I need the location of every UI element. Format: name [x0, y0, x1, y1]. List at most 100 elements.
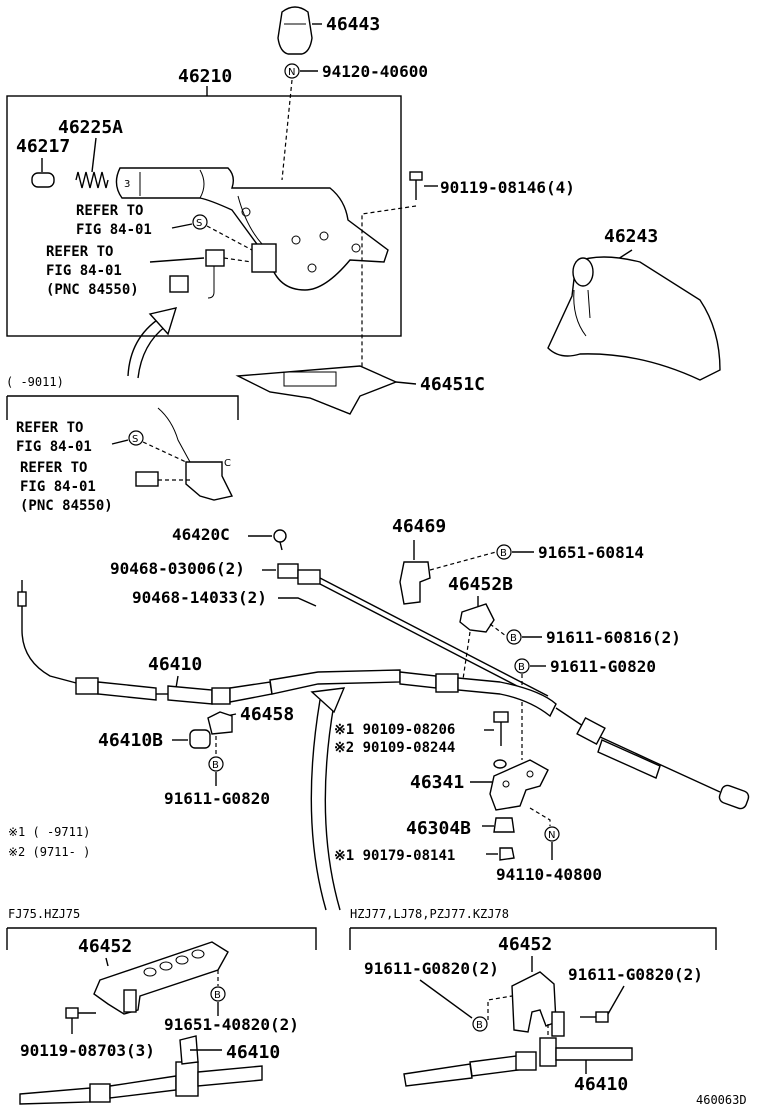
inset-frame — [6, 395, 239, 420]
bottom-right-frame — [349, 927, 717, 950]
refer-label-4a: REFER TO — [20, 460, 87, 476]
svg-text:3: 3 — [124, 179, 130, 190]
lever-spring — [75, 171, 109, 189]
part-label-91611-G0820-c: 91611-G0820(2) — [364, 959, 499, 978]
bolt-90119-08703 — [65, 1007, 96, 1034]
svg-text:N: N — [288, 67, 295, 78]
symbol-b-4: B — [208, 756, 224, 772]
part-label-91611-G0820-a: 91611-G0820 — [550, 657, 656, 676]
svg-text:S: S — [132, 434, 138, 445]
part-label-46410-left: 46410 — [226, 1042, 280, 1063]
model-label-hzj77: HZJ77,LJ78,PZJ77.KZJ78 — [350, 907, 509, 921]
washer-90109 — [493, 759, 507, 769]
part-label-90468-14033: 90468-14033(2) — [132, 588, 267, 607]
svg-text:B: B — [500, 548, 507, 559]
symbol-b-1: B — [496, 544, 512, 560]
symbol-b-6: B — [472, 1016, 488, 1032]
refer-label-1b: FIG 84-01 — [76, 222, 152, 238]
part-label-46443: 46443 — [326, 14, 380, 35]
symbol-s-1: S — [192, 214, 208, 230]
nut-symbol-n-2: N — [544, 826, 560, 842]
front-cable-end — [277, 563, 549, 703]
part-label-90109-08206: ※1 90109-08206 — [334, 722, 455, 738]
lever-boot — [547, 256, 721, 381]
part-label-90468-03006: 90468-03006(2) — [110, 559, 245, 578]
brake-lever-knob — [277, 6, 322, 55]
footnote-2: ※2 (9711- ) — [8, 845, 90, 859]
part-label-91611-60816: 91611-60816(2) — [546, 628, 681, 647]
part-label-94120-40600: 94120-40600 — [322, 62, 428, 81]
lever-base-plate — [235, 365, 398, 415]
footnote-1: ※1 ( -9711) — [8, 825, 90, 839]
inset-connector — [135, 471, 190, 487]
cable-bracket-46469 — [399, 561, 431, 605]
refer-label-3b: FIG 84-01 — [16, 439, 92, 455]
part-label-90119-08703: 90119-08703(3) — [20, 1041, 155, 1060]
part-label-46410-right: 46410 — [574, 1074, 628, 1095]
cable-clamp-46458 — [207, 711, 233, 735]
symbol-b-3: B — [514, 658, 530, 674]
part-label-94110-40800: 94110-40800 — [496, 865, 602, 884]
bracket-46452-right — [511, 971, 565, 1037]
figure-number: 460063D — [696, 1093, 747, 1107]
flow-arrow-middle — [310, 687, 346, 911]
bolt-90109 — [484, 711, 509, 746]
part-label-91651-60814: 91651-60814 — [538, 543, 644, 562]
lever-switch — [237, 195, 277, 273]
bracket-46452-left — [93, 941, 229, 1015]
brake-switch-connector — [169, 249, 253, 299]
model-label-fj75-hzj75: FJ75.HZJ75 — [8, 907, 80, 921]
cable-46410-left — [19, 1035, 263, 1105]
lever-body: 3 — [115, 167, 389, 291]
svg-text:B: B — [518, 662, 525, 673]
svg-text:N: N — [548, 830, 555, 841]
refer-label-1a: REFER TO — [76, 203, 143, 219]
button-pin — [31, 172, 55, 188]
bottom-left-frame — [6, 927, 317, 950]
inset-lever-bracket: C — [157, 407, 234, 501]
bolt-90119-08146 — [409, 171, 423, 200]
clevis-pin — [273, 529, 287, 551]
grommet-46304B — [493, 817, 515, 833]
part-label-46217: 46217 — [16, 136, 70, 157]
part-label-91651-40820: 91651-40820(2) — [164, 1015, 299, 1034]
nut-symbol-n-1: N — [284, 63, 300, 79]
part-label-46243: 46243 — [604, 226, 658, 247]
refer-label-4b: FIG 84-01 — [20, 479, 96, 495]
equalizer-46341 — [489, 759, 549, 811]
svg-text:B: B — [510, 633, 517, 644]
bolt-91611-right — [580, 1011, 609, 1023]
part-label-46410: 46410 — [148, 654, 202, 675]
part-label-46469: 46469 — [392, 516, 446, 537]
svg-text:B: B — [214, 990, 221, 1001]
refer-label-2b: FIG 84-01 — [46, 263, 122, 279]
cable-bracket-46452B — [459, 603, 495, 633]
refer-label-2c: (PNC 84550) — [46, 282, 139, 298]
part-label-46452-left: 46452 — [78, 936, 132, 957]
symbol-s-2: S — [128, 430, 144, 446]
part-label-46451C: 46451C — [420, 374, 485, 395]
svg-text:S: S — [196, 218, 202, 229]
lever-assembly-frame — [6, 95, 402, 337]
rear-cable-main — [167, 669, 750, 810]
part-label-46452B: 46452B — [448, 574, 513, 595]
part-label-91611-G0820-d: 91611-G0820(2) — [568, 965, 703, 984]
nut-90179 — [499, 847, 515, 861]
flow-arrow-top — [127, 307, 178, 379]
part-label-91611-G0820-b: 91611-G0820 — [164, 789, 270, 808]
part-label-90179-08141: ※1 90179-08141 — [334, 848, 455, 864]
refer-label-2a: REFER TO — [46, 244, 113, 260]
symbol-b-2: B — [506, 629, 522, 645]
cable-46410-right — [403, 1024, 633, 1087]
part-label-46210: 46210 — [178, 66, 232, 87]
part-label-46304B: 46304B — [406, 818, 471, 839]
part-label-46410B: 46410B — [98, 730, 163, 751]
rear-cable-left — [17, 580, 170, 701]
part-label-46341: 46341 — [410, 772, 464, 793]
refer-label-4c: (PNC 84550) — [20, 498, 113, 514]
svg-text:B: B — [212, 760, 219, 771]
part-label-46420C: 46420C — [172, 525, 230, 544]
part-label-90109-08244: ※2 90109-08244 — [334, 740, 455, 756]
part-label-46225A: 46225A — [58, 117, 123, 138]
